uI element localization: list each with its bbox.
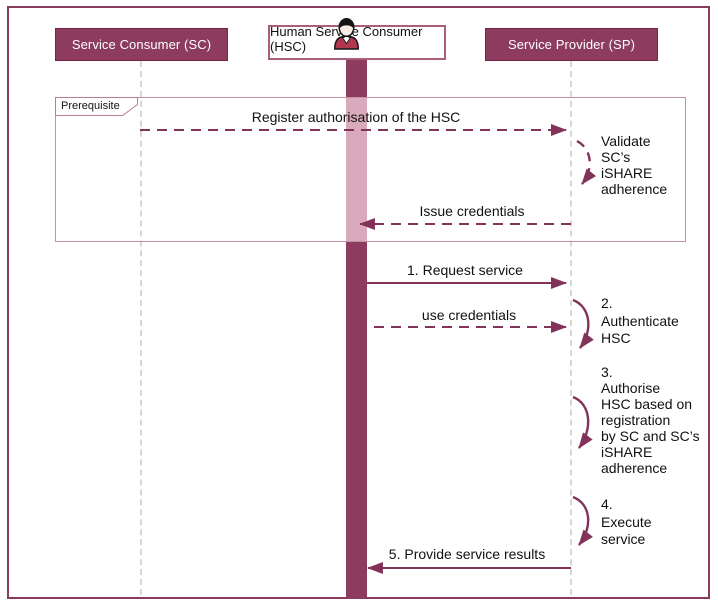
actor-box-sc: Service Consumer (SC) bbox=[55, 28, 228, 61]
note-execute: 4. Execute service bbox=[601, 496, 652, 547]
activation-bar-hsc-prerequisite bbox=[346, 97, 367, 242]
arrow-authenticate-loop bbox=[572, 298, 594, 349]
lifeline-sc bbox=[140, 61, 142, 595]
actor-label-sp: Service Provider (SP) bbox=[507, 37, 636, 52]
message-label-provide: 5. Provide service results bbox=[388, 546, 546, 562]
message-label-use-credentials: use credentials bbox=[421, 307, 517, 323]
activation-bar-hsc-main bbox=[346, 242, 367, 597]
note-authorise: 3. Authorise HSC based on registration b… bbox=[601, 364, 700, 476]
arrow-execute-loop bbox=[572, 495, 593, 546]
prerequisite-frame bbox=[55, 97, 686, 242]
person-icon bbox=[334, 17, 359, 50]
arrow-validate-loop bbox=[576, 139, 597, 185]
actor-box-sp: Service Provider (SP) bbox=[485, 28, 658, 61]
actor-box-hsc: Human Service Consumer (HSC) bbox=[268, 17, 446, 60]
prerequisite-label-shape bbox=[55, 97, 138, 116]
message-label-issue: Issue credentials bbox=[419, 203, 525, 219]
actor-label-sc: Service Consumer (SC) bbox=[71, 37, 212, 52]
diagram-frame-border bbox=[7, 6, 710, 599]
lifeline-sp bbox=[570, 61, 572, 595]
activation-bar-hsc-top bbox=[346, 60, 367, 97]
prerequisite-label: Prerequisite bbox=[61, 100, 120, 112]
note-validate: Validate SC’s iSHARE adherence bbox=[601, 133, 668, 197]
message-label-request: 1. Request service bbox=[407, 262, 523, 278]
arrow-authorise-loop bbox=[572, 395, 593, 449]
message-label-register: Register authorisation of the HSC bbox=[251, 109, 461, 125]
note-authenticate: 2. Authenticate HSC bbox=[601, 295, 679, 346]
